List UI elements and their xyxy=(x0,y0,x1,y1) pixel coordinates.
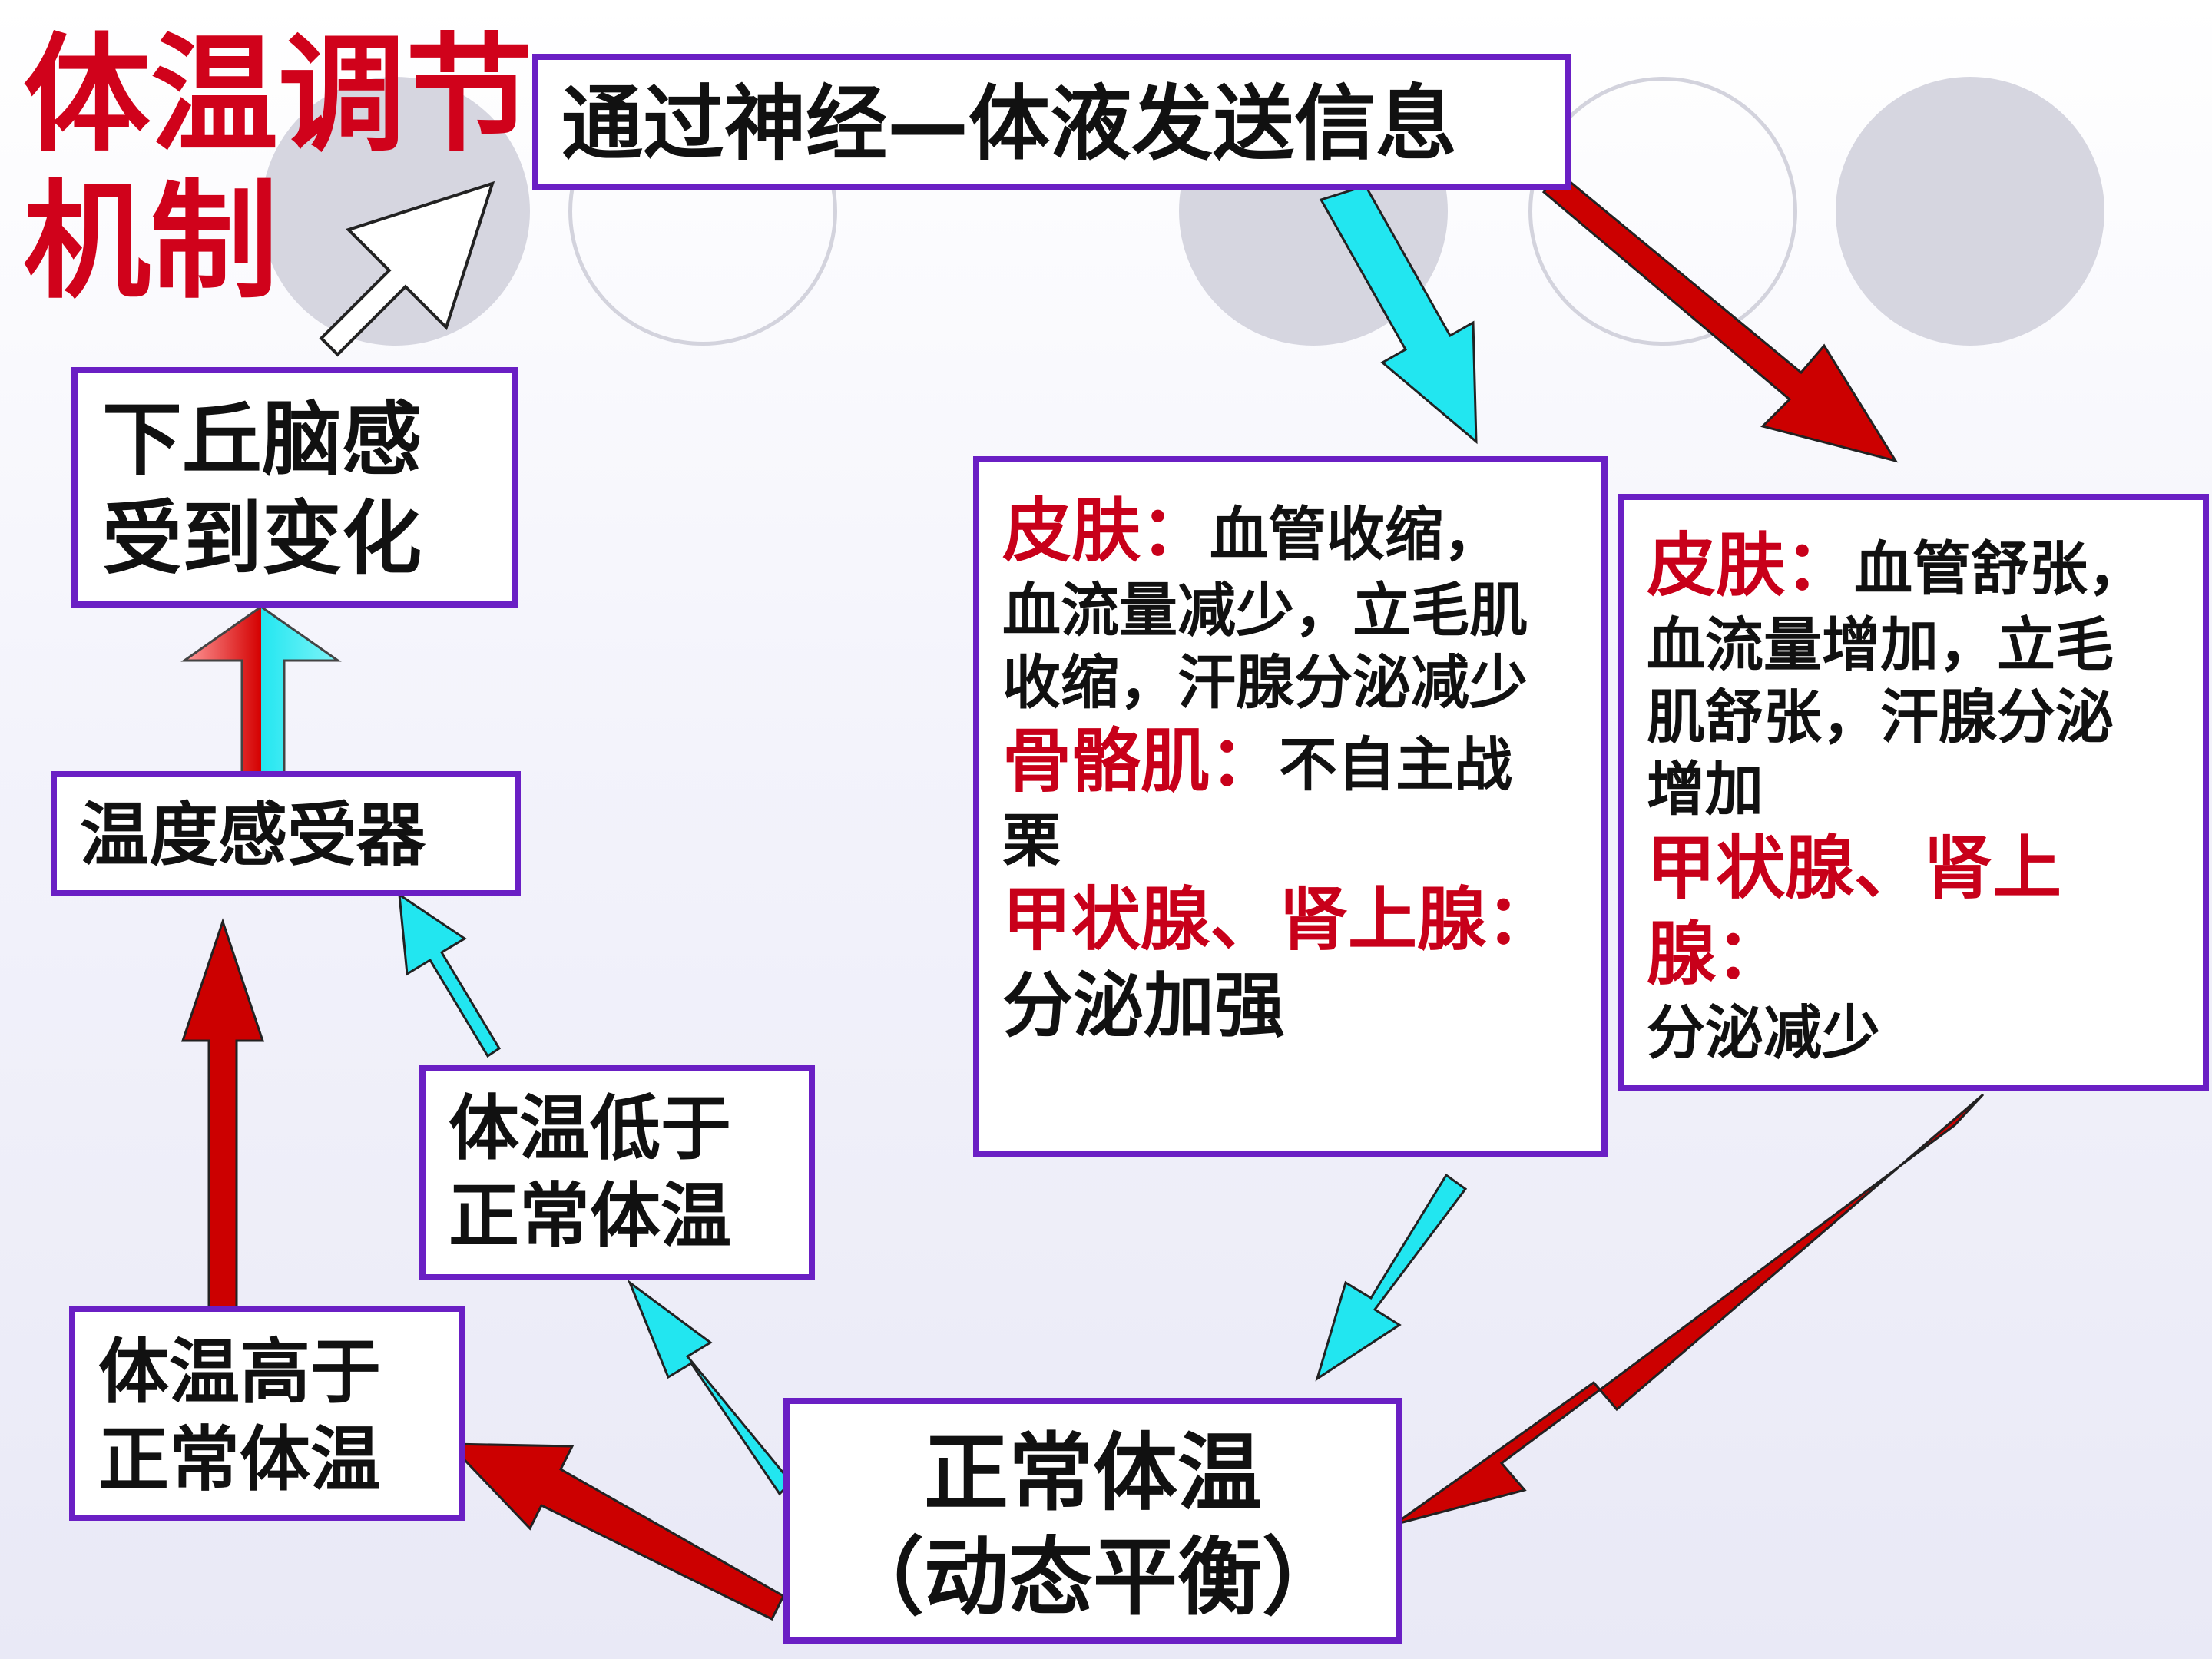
cold-skin-label: 皮肤： xyxy=(1002,491,1210,571)
low-temp-line-2: 正常体温 xyxy=(449,1175,732,1258)
cold-skin-line-1: 血管收缩， xyxy=(1210,500,1502,568)
decor-circle-filled-1 xyxy=(261,77,530,346)
arrow-normal-to-low xyxy=(627,1279,793,1496)
heat-skin-block: 皮肤：血管舒张， xyxy=(1647,523,2195,609)
arrow-cold-to-normal xyxy=(1315,1173,1468,1382)
receptor-text: 温度感受器 xyxy=(80,795,426,876)
normal-temp-line-2: （动态平衡） xyxy=(839,1528,1346,1628)
arrow-low-to-receptor xyxy=(398,892,502,1058)
cold-muscle-line-1: 不自主战 xyxy=(1279,730,1512,800)
heat-skin-line-1: 血管舒张， xyxy=(1854,535,2146,603)
cold-muscle-label: 骨骼肌： xyxy=(1002,721,1279,803)
top-box-text: 通过神经—体液发送信息 xyxy=(561,77,1457,171)
high-temp-line-1: 体温高于 xyxy=(98,1331,382,1413)
normal-temp-line-1: 正常体温 xyxy=(924,1424,1262,1522)
heat-response-box: 皮肤：血管舒张， 血流量增加，立毛 肌舒张，汗腺分泌 增加 甲状腺、肾上腺： 分… xyxy=(1618,494,2209,1091)
arrow-high-to-receptor xyxy=(180,918,265,1311)
cold-skin-line-2: 血流量减少，立毛肌 xyxy=(1002,575,1528,644)
arrow-receptor-to-hypothalamus xyxy=(180,605,342,781)
hypothalamus-line-1: 下丘脑感 xyxy=(102,392,422,486)
low-temp-box: 体温低于 正常体温 xyxy=(419,1065,815,1280)
hypothalamus-box: 下丘脑感 受到变化 xyxy=(71,367,518,608)
heat-gland-label: 甲状腺、肾上腺： xyxy=(1647,828,2061,995)
arrow-top-to-heat xyxy=(1541,171,1899,463)
high-temp-box: 体温高于 正常体温 xyxy=(69,1306,465,1521)
title-line-1: 体温调节 xyxy=(23,22,533,170)
decor-circle-filled-3 xyxy=(1836,77,2104,346)
cold-skin-block: 皮肤：血管收缩， xyxy=(1002,488,1594,575)
heat-gland-text: 分泌减少 xyxy=(1647,998,1880,1068)
title-line-2: 机制 xyxy=(23,167,278,316)
top-box-signal: 通过神经—体液发送信息 xyxy=(532,54,1571,190)
normal-temp-box: 正常体温 （动态平衡） xyxy=(783,1398,1402,1644)
cold-skin-line-3: 收缩，汗腺分泌减少 xyxy=(1002,647,1528,717)
heat-skin-line-3: 肌舒张，汗腺分泌 xyxy=(1647,682,2114,751)
hypothalamus-line-2: 受到变化 xyxy=(102,491,422,585)
arrow-normal-to-high xyxy=(446,1442,785,1621)
receptor-box: 温度感受器 xyxy=(51,771,521,896)
heat-skin-line-4: 增加 xyxy=(1647,755,1763,824)
arrow-heat-to-normal xyxy=(1393,1093,1985,1526)
arrow-hypothalamus-to-top xyxy=(319,180,495,357)
cold-gland-label: 甲状腺、肾上腺： xyxy=(1002,879,1555,960)
heat-skin-line-2: 血流量增加，立毛 xyxy=(1647,610,2114,679)
decor-circle-ring-2 xyxy=(1528,77,1797,346)
cold-muscle-block: 骨骼肌：不自主战 xyxy=(1002,719,1594,805)
diagram-title: 体温调节 机制 xyxy=(23,22,533,316)
heat-skin-label: 皮肤： xyxy=(1647,525,1854,606)
cold-response-box: 皮肤：血管收缩， 血流量减少，立毛肌 收缩，汗腺分泌减少 骨骼肌：不自主战 栗 … xyxy=(973,456,1608,1157)
cold-gland-text: 分泌加强 xyxy=(1002,965,1286,1048)
arrow-top-to-cold xyxy=(1319,184,1478,445)
high-temp-line-2: 正常体温 xyxy=(98,1419,382,1502)
low-temp-line-1: 体温低于 xyxy=(449,1088,732,1170)
cold-muscle-line-2: 栗 xyxy=(1002,806,1061,875)
